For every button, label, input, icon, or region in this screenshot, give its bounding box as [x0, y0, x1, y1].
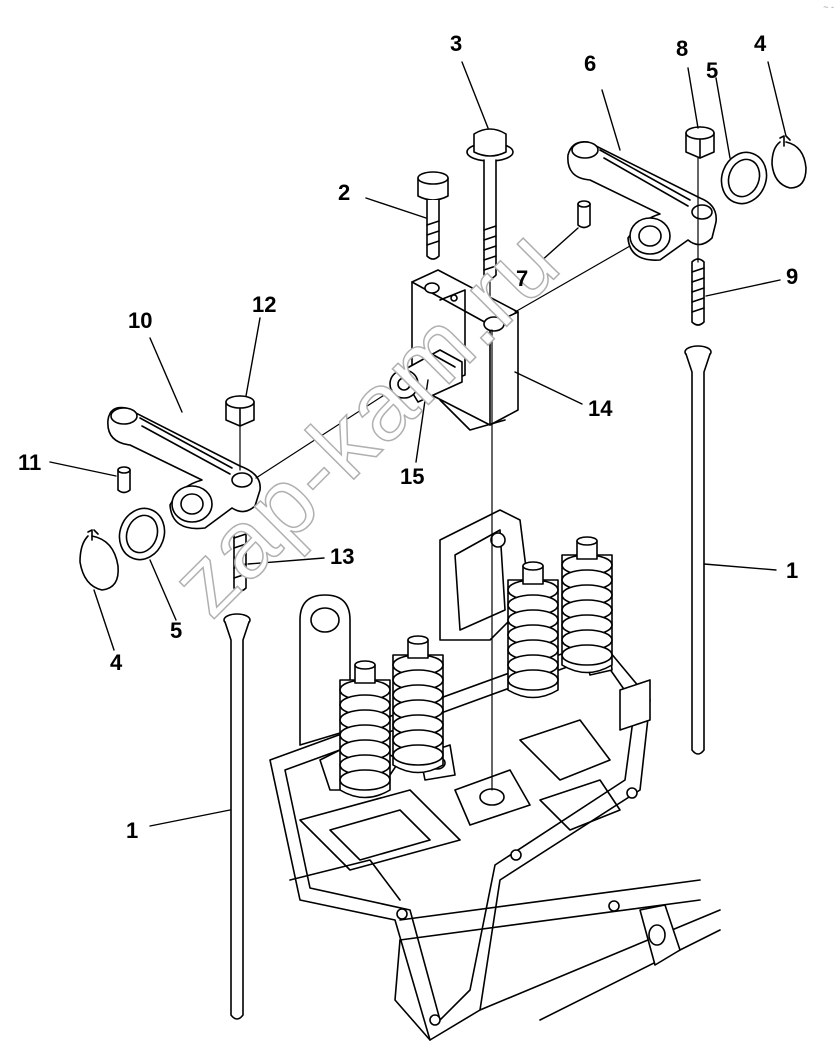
adjusting-screw-13	[233, 524, 247, 592]
callout-3: 3	[450, 31, 463, 56]
valve-spring-back-left	[507, 561, 559, 699]
callout-9: 9	[786, 264, 799, 289]
pin-11	[117, 466, 131, 494]
push-rod-right	[684, 345, 712, 755]
assembly-lines	[239, 157, 699, 791]
valve-springs	[339, 536, 613, 799]
nut-8	[685, 126, 715, 159]
bolt-3	[466, 128, 514, 280]
callout-15: 15	[400, 464, 425, 489]
callout-6: 6	[584, 51, 597, 76]
callout-8: 8	[676, 36, 689, 61]
nut-12	[225, 395, 255, 427]
cylinder-head	[269, 509, 721, 1041]
pin-7	[577, 200, 591, 229]
callout-13: 13	[330, 544, 355, 569]
adjusting-screw-9	[691, 258, 705, 326]
callout-5-left: 5	[170, 618, 183, 643]
callout-7: 7	[516, 266, 529, 291]
washer-right	[720, 151, 768, 205]
leader-lines	[49, 61, 787, 827]
callout-4-right: 4	[754, 31, 767, 56]
valve-spring-front-left	[339, 660, 391, 799]
snap-ring-right	[771, 135, 807, 189]
callout-11: 12	[252, 292, 277, 317]
callout-10: 10	[128, 308, 153, 333]
rocker-arm-left	[107, 406, 261, 530]
bolt-2	[417, 171, 449, 260]
callout-1-right: 1	[786, 558, 799, 583]
callout-11-label: 11	[18, 450, 42, 475]
snap-ring-left	[79, 529, 119, 591]
callout-4-left: 4	[110, 650, 123, 675]
valve-spring-front-right	[392, 635, 444, 774]
valve-spring-back-right	[561, 536, 613, 674]
callout-1-left: 1	[126, 818, 139, 843]
push-rod-left	[223, 613, 251, 1020]
rocker-arm-right	[567, 140, 717, 261]
callout-14: 14	[588, 396, 613, 421]
callout-5-right: 5	[706, 58, 719, 83]
corner-mark: ~ -	[823, 2, 834, 12]
callout-2: 2	[338, 180, 351, 205]
rocker-shaft	[389, 349, 463, 403]
washer-left	[118, 507, 166, 561]
